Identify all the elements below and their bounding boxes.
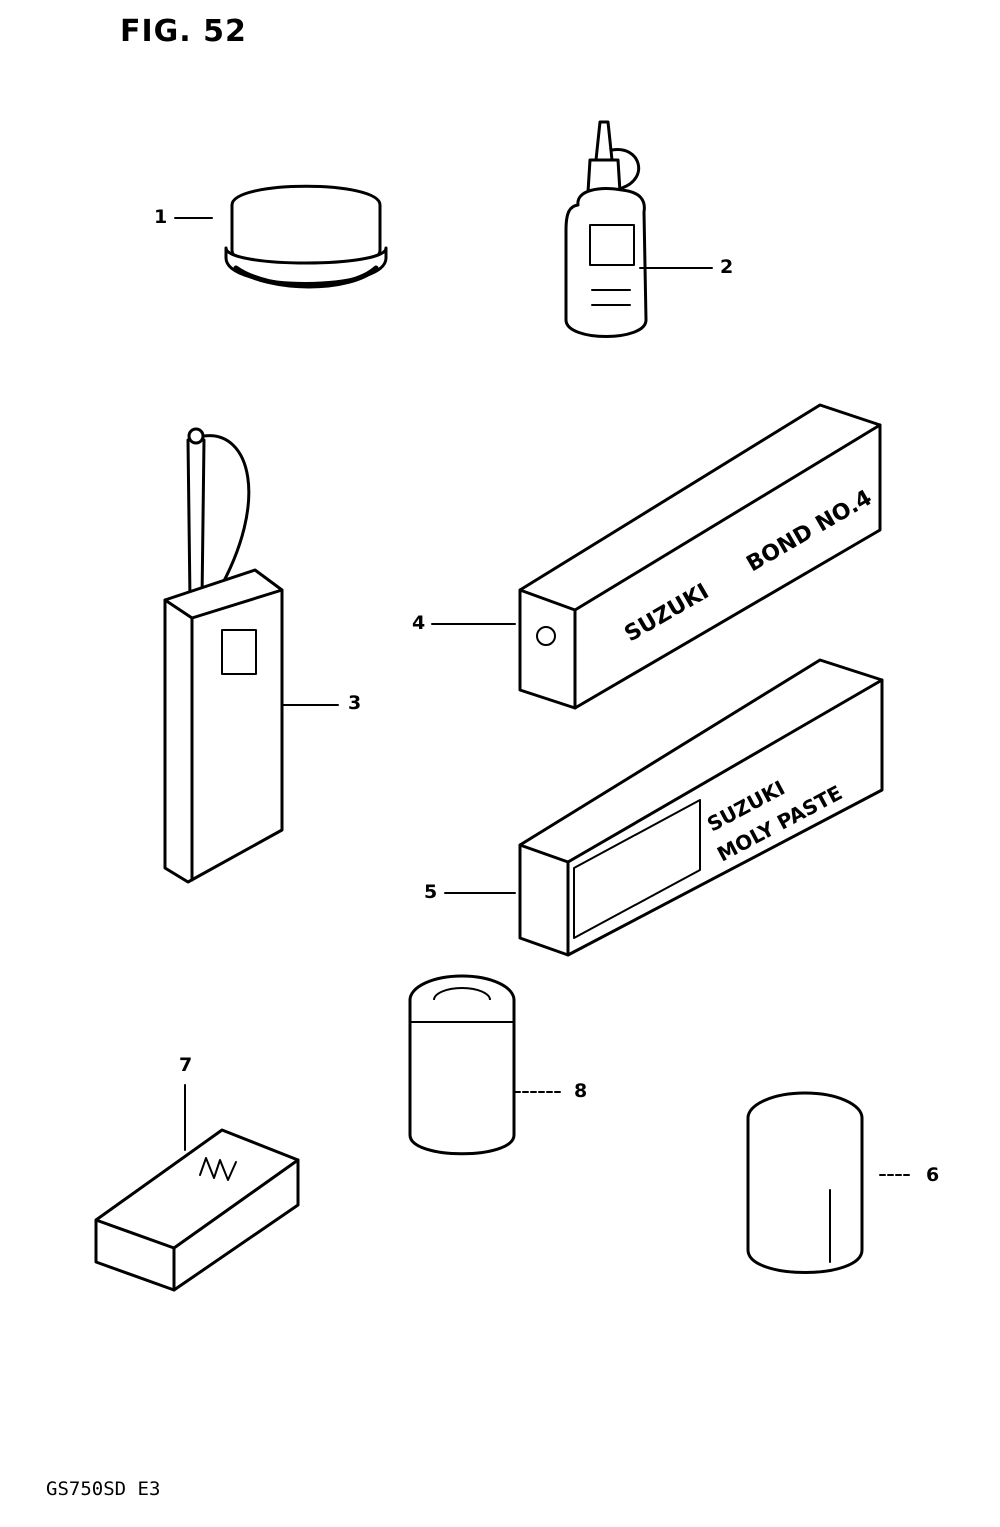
callout-5: 5 — [424, 881, 438, 903]
callout-4: 4 — [412, 612, 426, 634]
callout-3: 3 — [348, 692, 362, 714]
callout-2: 2 — [720, 256, 734, 278]
callout-6: 6 — [926, 1164, 940, 1186]
bond-box-icon — [431, 403, 882, 710]
paint-can-icon — [408, 974, 561, 1156]
callout-8: 8 — [574, 1080, 588, 1102]
suzuki-kit-box-icon — [94, 1084, 300, 1292]
model-code: GS750SD E3 — [46, 1478, 161, 1500]
callout-7: 7 — [179, 1054, 193, 1076]
grease-can-icon — [746, 1091, 913, 1274]
oil-bottle-icon — [564, 120, 713, 338]
moly-paste-box-icon — [444, 658, 884, 957]
figure-title: FIG. 52 — [120, 14, 247, 49]
oil-can-icon — [163, 427, 339, 884]
grease-tin-icon — [174, 184, 388, 289]
callout-1: 1 — [154, 206, 168, 228]
